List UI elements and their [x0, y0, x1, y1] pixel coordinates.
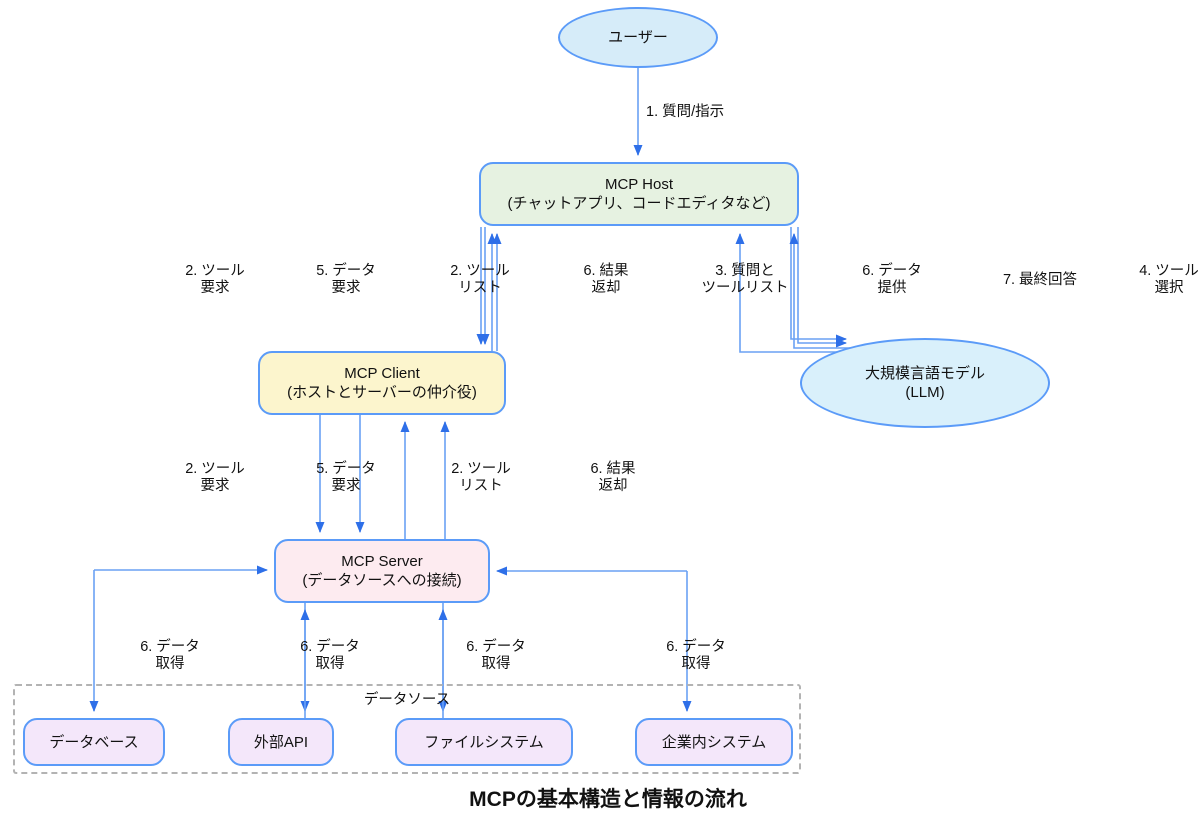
user-label: ユーザー [608, 29, 668, 46]
arrow-llm-to-host-1 [789, 233, 851, 349]
arrow-host-to-llm-2 [797, 227, 847, 348]
internal-system-label: 企業内システム [661, 733, 767, 751]
internal-system-node: 企業内システム [635, 718, 793, 766]
edge-label-result-return-1: 6. 結果返却 [583, 263, 629, 296]
edge-label-tool-select: 4. ツール選択 [1139, 263, 1199, 296]
llm-node: 大規模言語モデル (LLM) [800, 338, 1050, 428]
edge-label-tool-list-1: 2. ツールリスト [450, 263, 510, 296]
file-system-label: ファイルシステム [424, 733, 544, 751]
edge-label-data-fetch-2: 6. データ取得 [300, 639, 360, 672]
mcp-host-title: MCP Host [604, 176, 674, 193]
edge-label-final-answer: 7. 最終回答 [1002, 272, 1078, 288]
external-api-label: 外部API [253, 733, 309, 751]
file-system-node: ファイルシステム [395, 718, 573, 766]
llm-subtitle: (LLM) [905, 384, 945, 401]
edge-label-data-fetch-1: 6. データ取得 [140, 639, 200, 672]
edge-label-data-request-1: 5. データ要求 [316, 263, 376, 296]
edge-label-data-provide: 6. データ提供 [862, 263, 922, 296]
mcp-server-subtitle: (データソースへの接続) [302, 572, 462, 589]
mcp-client-node: MCP Client (ホストとサーバーの仲介役) [258, 351, 506, 415]
mcp-host-node: MCP Host (チャットアプリ、コードエディタなど) [479, 162, 799, 226]
edge-label-tool-request-2: 2. ツール要求 [185, 461, 245, 494]
mcp-client-subtitle: (ホストとサーバーの仲介役) [287, 384, 477, 401]
diagram-title: MCPの基本構造と情報の流れ [469, 788, 747, 811]
mcp-client-title: MCP Client [344, 365, 420, 382]
mcp-server-title: MCP Server [341, 553, 423, 570]
mcp-host-subtitle: (チャットアプリ、コードエディタなど) [507, 195, 771, 212]
edge-label-tool-request-1: 2. ツール要求 [185, 263, 245, 296]
edge-label-data-request-2: 5. データ要求 [316, 461, 376, 494]
edge-label-question-and-toollist: 3. 質問とツールリスト [701, 263, 789, 296]
database-node: データベース [23, 718, 165, 766]
user-node: ユーザー [558, 7, 718, 68]
external-api-node: 外部API [228, 718, 334, 766]
datasource-group-label: データソース [363, 692, 451, 708]
llm-title: 大規模言語モデル [864, 365, 985, 382]
datasource-group: データソース [13, 684, 801, 774]
arrow-host-to-llm-1 [790, 227, 847, 344]
edge-label-tool-list-2: 2. ツールリスト [451, 461, 511, 494]
mcp-server-node: MCP Server (データソースへの接続) [274, 539, 490, 603]
edge-label-result-return-2: 6. 結果返却 [590, 461, 636, 494]
edge-label-data-fetch-4: 6. データ取得 [666, 639, 726, 672]
edge-label-data-fetch-3: 6. データ取得 [466, 639, 526, 672]
database-label: データベース [49, 733, 139, 751]
edge-label-question-instruction: 1. 質問/指示 [646, 104, 725, 120]
arrow-llm-to-host-2 [735, 233, 851, 353]
